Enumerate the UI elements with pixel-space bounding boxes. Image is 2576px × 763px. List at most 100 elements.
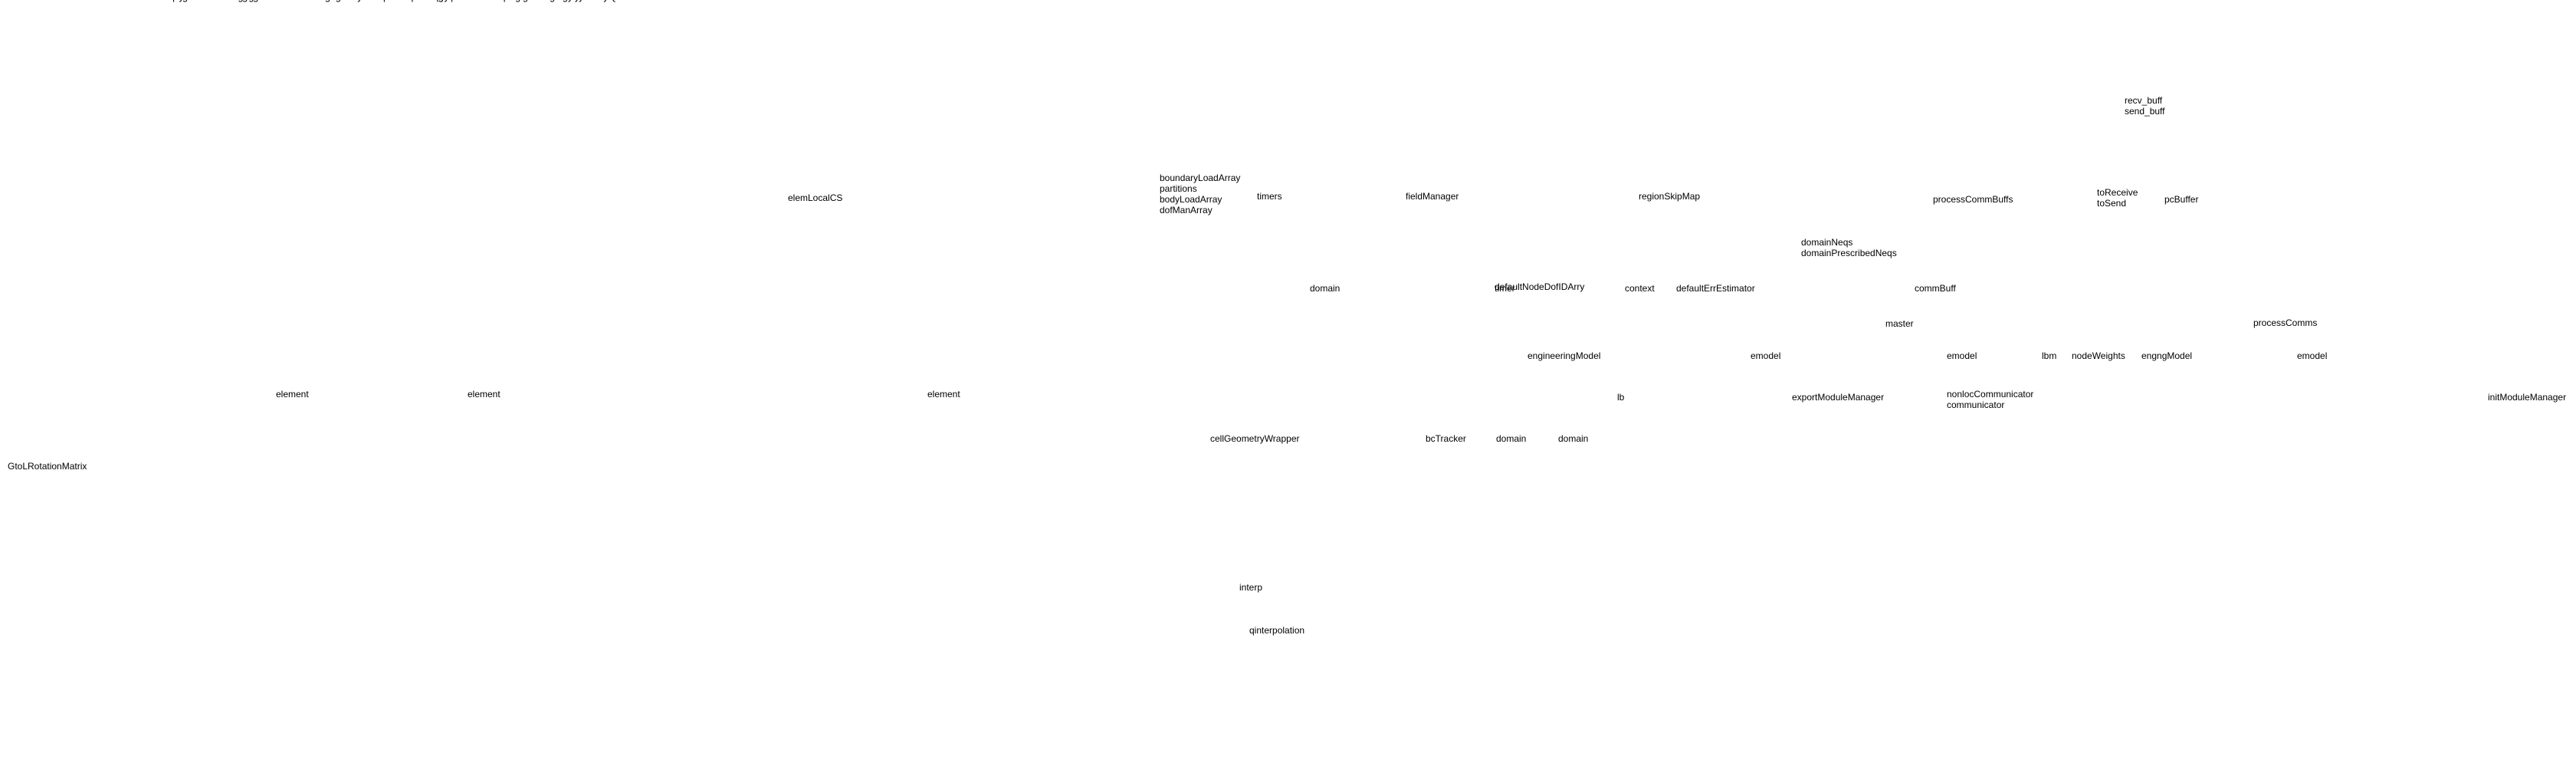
class-node-TrPlanestressRotAllman[interactable]: oofem::TrPlanestressRotAllman	[619, 0, 754, 2]
class-node-ModuleManagerInit[interactable]: oofem::ModuleManager< InitModule >	[351, 0, 452, 2]
class-node-BCTracker[interactable]: oofem::BCTracker	[434, 0, 511, 2]
edge-label-commBuff: commBuff	[1915, 283, 1956, 294]
edge-label-engngModel: engngModel	[2141, 350, 2192, 361]
class-node-label: oofem::ZZNodalRecoveryModelInterface	[471, 0, 605, 2]
class-node-IntArray[interactable]: oofem::IntArray	[118, 0, 184, 2]
class-node-NodalAveragingRecoveryModelInterface[interactable]: oofem::NodalAveragingRecoveryModelInterf…	[468, 0, 609, 2]
class-node-label: oofem::SPRNodalRecoveryModelInterface	[467, 0, 610, 2]
class-node-CommunicationBuffer[interactable]: oofem::CommunicationBuffer	[9, 0, 133, 2]
class-node-label: oofem::ProcessCommunicator	[191, 0, 320, 2]
class-node-ZZNodalRecoveryModelInterface[interactable]: oofem::ZZNodalRecoveryModelInterface	[471, 0, 605, 2]
class-node-EngngModelContext[interactable]: oofem::EngngModelContext	[195, 0, 313, 2]
edge-label-emodelLBM: emodel	[1947, 350, 1977, 361]
edge-label-processCommBuffs: processCommBuffs	[1933, 194, 2013, 205]
edge-label-interp: interp	[1239, 582, 1262, 593]
class-node-label: oofem::Communicator	[353, 0, 447, 2]
class-node-label: oofem::FEInterpolation	[348, 0, 445, 2]
edge-label-element3: element	[927, 389, 960, 400]
class-node-Communicator[interactable]: oofem::Communicator	[353, 0, 447, 2]
edge-label-timer: timer	[1495, 283, 1515, 294]
class-node-label: oofem::CommunicatorBuff	[200, 0, 311, 2]
class-node-label: oofem::NodalAveragingRecoveryModelInterf…	[468, 0, 609, 2]
edge-label-timers: timers	[1257, 191, 1282, 202]
class-node-InitModuleManager[interactable]: oofem::InitModuleManager	[415, 0, 530, 2]
class-node-LoadBalancer[interactable]: oofem::LoadBalancer	[427, 0, 518, 2]
edge-label-domainBC: domain	[1496, 433, 1526, 444]
class-node-LayeredCrossSectionInterface[interactable]: oofem::LayeredCrossSectionInterface	[525, 0, 648, 2]
edge-label-emodelComm: emodel	[2297, 350, 2327, 361]
edge-label-emodelMM: emodel	[1751, 350, 1780, 361]
edge-label-qinterpolation: qinterpolation	[1249, 625, 1304, 636]
class-node-FieldManager[interactable]: oofem::FieldManager	[106, 0, 196, 2]
class-node-ProcessCommunicator[interactable]: oofem::ProcessCommunicator	[191, 0, 320, 2]
class-node-Domain[interactable]: oofem::Domain	[367, 0, 432, 2]
class-node-label: oofem::ModuleManager< ExportModule >	[351, 0, 452, 2]
class-node-label: oofem::ZZErrorEstimatorInterface	[462, 0, 605, 2]
class-node-Timer[interactable]: oofem::Timer	[123, 0, 179, 2]
class-node-DataStream[interactable]: oofem::DataStream	[0, 0, 54, 2]
class-node-EngngModel[interactable]: oofem::EngngModel	[281, 0, 367, 2]
class-node-TrPlanestressRotAllman3d[interactable]: oofem::TrPlanestressRotAllman3d	[674, 0, 820, 2]
class-node-FEI2dTrLin[interactable]: oofem::FEI2dTrLin	[497, 0, 576, 2]
class-node-TrPlaneStress2d[interactable]: oofem::TrPlaneStress2d	[579, 0, 682, 2]
class-node-ErrorEstimator[interactable]: oofem::ErrorEstimator	[207, 0, 300, 2]
class-node-label: oofem::ModuleManager< InitModule >	[351, 0, 452, 2]
class-node-label: oofem::FEICellGeometry	[343, 0, 449, 2]
edge-label-domainFEM: domain	[1310, 283, 1340, 294]
class-node-ProblemCommunicator[interactable]: oofem::ProblemCommunicator	[407, 0, 537, 2]
class-node-Interface[interactable]: oofem::Interface	[438, 0, 507, 2]
class-node-label: oofem::HuertaErrorEstimatorInterface	[477, 0, 599, 2]
class-node-FEICellGeometry[interactable]: oofem::FEICellGeometry	[343, 0, 449, 2]
class-node-SpatialLocalizerInterface[interactable]: oofem::SpatialLocalizerInterface	[465, 0, 602, 2]
class-node-label: oofem::Structural2DElement	[366, 0, 487, 2]
class-node-PlaneStressElement[interactable]: oofem::PlaneStressElement	[477, 0, 596, 2]
edge-label-bcTracker: bcTracker	[1426, 433, 1466, 444]
class-node-SPRNodalRecoveryModelInterface[interactable]: oofem::SPRNodalRecoveryModelInterface	[467, 0, 610, 2]
class-node-label: oofem::StructuralElement	[269, 0, 378, 2]
class-node-label: oofem::FEI2dTrQuad	[543, 0, 633, 2]
class-node-StructuralElement[interactable]: oofem::StructuralElement	[269, 0, 378, 2]
edge-label-fieldManager: fieldManager	[1406, 191, 1459, 202]
class-node-FEI2dTrQuad[interactable]: oofem::FEI2dTrQuad	[543, 0, 633, 2]
class-node-NLStructuralElement[interactable]: oofem::NLStructuralElement	[335, 0, 456, 2]
class-node-label: oofem::EngngModelContext	[195, 0, 313, 2]
class-node-FEMComponent[interactable]: oofem::FEMComponent	[100, 0, 202, 2]
class-node-label: oofem::IntArray	[118, 0, 184, 2]
class-node-LoadBalancerMonitor[interactable]: oofem::LoadBalancerMonitor	[338, 0, 461, 2]
class-node-FEInterpolation2d[interactable]: oofem::FEInterpolation2d	[373, 0, 481, 2]
class-node-label: oofem::Interface	[438, 0, 507, 2]
class-node-FloatMatrix[interactable]: oofem::FloatMatrix	[111, 0, 191, 2]
class-node-label: oofem::TrPlaneStress2d	[579, 0, 682, 2]
class-node-label: oofem::SpatialLocalizerInterface	[465, 0, 602, 2]
class-node-label: oofem::CommunicationBuffer	[9, 0, 133, 2]
edge-label-defaultNodeDofIDArry: defaultNodeDofIDArry	[1495, 281, 1584, 292]
class-node-label: oofem::BCTracker	[434, 0, 511, 2]
class-node-FEInterpolation[interactable]: oofem::FEInterpolation	[348, 0, 445, 2]
edge-label-GtoLRotationMatrix: GtoLRotationMatrix	[8, 461, 87, 472]
class-node-label: oofem::Timer	[123, 0, 179, 2]
edge-label-pcBuffer: pcBuffer	[2164, 194, 2198, 205]
class-node-FloatArray[interactable]: oofem::FloatArray	[286, 0, 363, 2]
class-node-label: oofem::LayeredCrossSectionInterface	[525, 0, 648, 2]
class-node-ZZErrorEstimatorInterface[interactable]: oofem::ZZErrorEstimatorInterface	[462, 0, 605, 2]
class-node-ProcessCommunicatorBuff[interactable]: oofem::ProcessCommunicatorBuff	[78, 0, 225, 2]
edge-label-element2: element	[468, 389, 500, 400]
class-node-HuertaErrorEstimatorInterface[interactable]: oofem::HuertaErrorEstimatorInterface	[477, 0, 599, 2]
class-node-ModuleManagerExport[interactable]: oofem::ModuleManager< ExportModule >	[351, 0, 452, 2]
class-node-Element[interactable]: oofem::Element	[220, 0, 287, 2]
class-node-label: oofem::TrPlanestressRotAllman	[619, 0, 754, 2]
class-node-label: oofem::FEI2dTrLin	[497, 0, 576, 2]
class-node-Structural2DElement[interactable]: oofem::Structural2DElement	[366, 0, 487, 2]
class-node-ExportModuleManager[interactable]: oofem::ExportModuleManager	[408, 0, 537, 2]
class-node-label: oofem::FEInterpolation2d	[373, 0, 481, 2]
class-node-label: oofem::EngngModelTimer	[199, 0, 308, 2]
class-node-label: oofem::ExportModuleManager	[408, 0, 537, 2]
class-node-label: oofem::PlaneStressElement	[477, 0, 596, 2]
class-node-EngngModelTimer[interactable]: oofem::EngngModelTimer	[199, 0, 308, 2]
class-node-CommunicatorBuff[interactable]: oofem::CommunicatorBuff	[200, 0, 311, 2]
